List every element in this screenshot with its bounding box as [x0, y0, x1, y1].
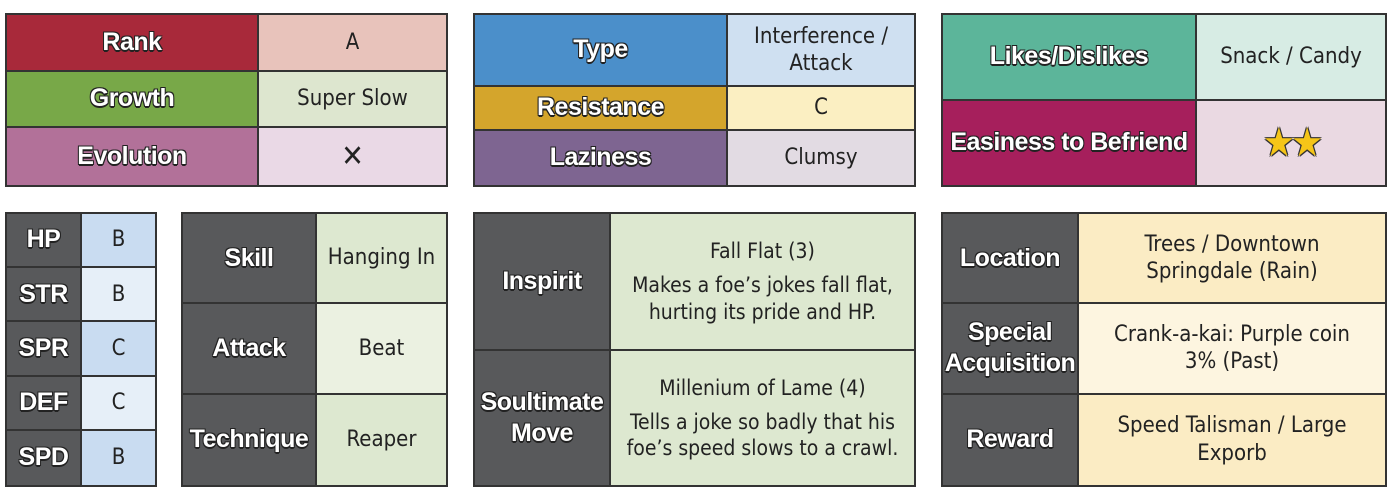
rank-label: Rank: [7, 15, 259, 72]
location-value: Trees / Downtown Springdale (Rain): [1079, 214, 1385, 305]
laziness-value: Clumsy: [728, 131, 914, 185]
location-table: Location Trees / Downtown Springdale (Ra…: [941, 212, 1387, 487]
resistance-label: Resistance: [475, 87, 728, 131]
special-value-line1: Crank-a-kai: Purple coin: [1114, 321, 1350, 347]
location-value-line2: Springdale (Rain): [1146, 259, 1318, 285]
soultimate-label: Soultimate Move: [475, 351, 611, 485]
location-label: Location: [943, 214, 1079, 305]
stat-label-def: DEF: [7, 376, 82, 431]
stat-label-hp: HP: [7, 214, 82, 269]
stat-label-str: STR: [7, 268, 82, 323]
stat-label-spr: SPR: [7, 322, 82, 377]
rank-growth-evolution-table: Rank A Growth Super Slow Evolution ✕: [5, 13, 448, 187]
abilities-table: Skill Hanging In Attack Beat Technique R…: [181, 212, 448, 487]
stat-label-spd: SPD: [7, 430, 82, 485]
soultimate-description-line2: foe’s speed slows to a crawl.: [626, 436, 899, 461]
stat-value-spd: B: [82, 430, 155, 485]
soultimate-detail: Millenium of Lame (4) Tells a joke so ba…: [611, 351, 914, 485]
likes-dislikes-label: Likes/Dislikes: [943, 15, 1197, 101]
special-label-line2: Acquisition: [944, 349, 1076, 378]
likes-befriend-table: Likes/Dislikes Snack / Candy Easiness to…: [941, 13, 1387, 187]
special-label-line1: Special: [967, 318, 1053, 347]
star-rating-icon: ★★: [1262, 120, 1323, 166]
inspirit-detail: Fall Flat (3) Makes a foe’s jokes fall f…: [611, 214, 914, 351]
soultimate-description-line1: Tells a joke so badly that his: [630, 409, 895, 434]
befriend-rating: ★★: [1197, 101, 1385, 185]
special-acquisition-label: Special Acquisition: [943, 304, 1079, 395]
inspirit-description-line1: Makes a foe’s jokes fall flat,: [632, 273, 893, 298]
easiness-to-befriend-label: Easiness to Befriend: [943, 101, 1197, 185]
type-resistance-laziness-table: Type Interference / Attack Resistance C …: [473, 13, 916, 187]
resistance-value: C: [728, 87, 914, 131]
reward-value: Speed Talisman / Large Exporb: [1079, 394, 1385, 485]
stat-value-def: C: [82, 376, 155, 431]
special-acquisition-value: Crank-a-kai: Purple coin 3% (Past): [1079, 304, 1385, 395]
inspirit-description-line2: hurting its pride and HP.: [648, 299, 877, 324]
type-value-line2: Attack: [789, 51, 853, 76]
inspirit-label: Inspirit: [475, 214, 611, 351]
growth-value: Super Slow: [259, 71, 446, 129]
stat-value-spr: C: [82, 322, 155, 377]
type-value: Interference / Attack: [728, 15, 914, 87]
special-value-line2: 3% (Past): [1184, 349, 1280, 375]
inspirit-move-name: Fall Flat (3): [710, 239, 815, 264]
type-label: Type: [475, 15, 728, 87]
attack-value: Beat: [317, 304, 446, 395]
stat-value-hp: B: [82, 214, 155, 269]
soultimate-move-name: Millenium of Lame (4): [659, 375, 866, 400]
evolution-label: Evolution: [7, 128, 259, 185]
type-value-line1: Interference /: [754, 23, 888, 49]
skill-label: Skill: [183, 214, 317, 305]
moves-table: Inspirit Fall Flat (3) Makes a foe’s jok…: [473, 212, 916, 487]
stats-table: HP B STR B SPR C DEF C SPD B: [5, 212, 157, 487]
reward-label: Reward: [943, 394, 1079, 485]
attack-label: Attack: [183, 304, 317, 395]
growth-label: Growth: [7, 71, 259, 129]
soultimate-label-line2: Move: [511, 419, 573, 447]
location-value-line1: Trees / Downtown: [1144, 231, 1320, 257]
soultimate-label-line1: Soultimate: [480, 387, 604, 416]
skill-value: Hanging In: [317, 214, 446, 305]
stat-value-str: B: [82, 268, 155, 323]
technique-value: Reaper: [317, 394, 446, 485]
likes-dislikes-value: Snack / Candy: [1197, 15, 1385, 101]
laziness-label: Laziness: [475, 131, 728, 185]
technique-label: Technique: [183, 394, 317, 485]
rank-value: A: [259, 15, 446, 72]
evolution-x-icon: ✕: [259, 128, 446, 185]
